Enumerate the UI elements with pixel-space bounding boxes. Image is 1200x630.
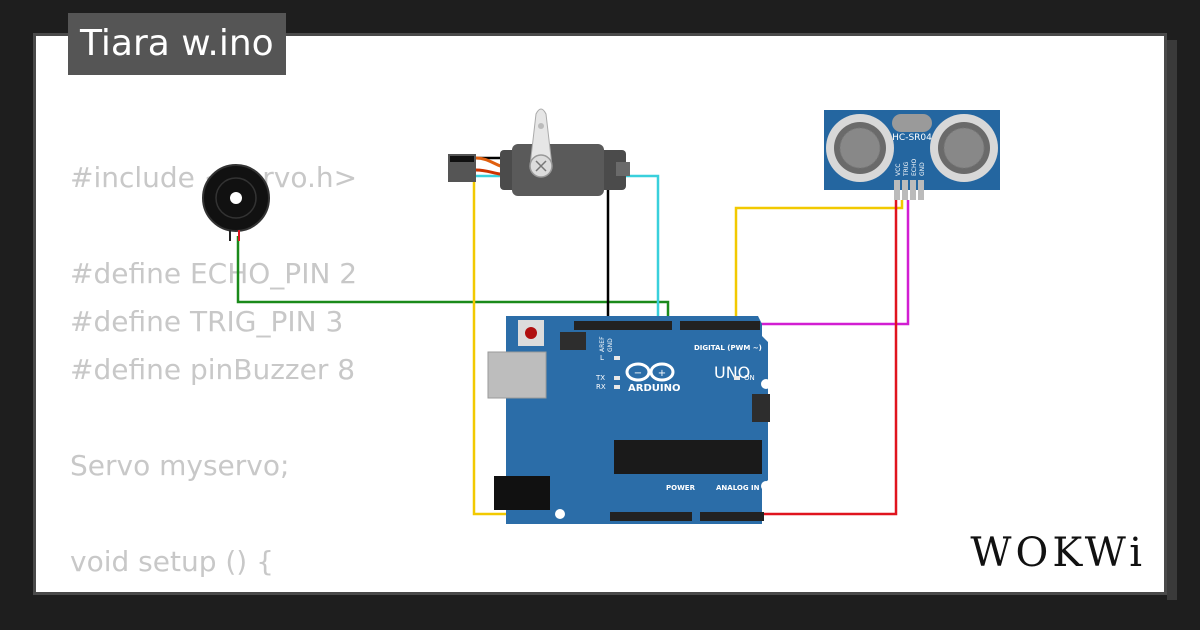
code-line: #define pinBuzzer 8 xyxy=(70,353,356,386)
code-line: #define TRIG_PIN 3 xyxy=(70,305,344,338)
microcontroller-chip xyxy=(614,440,762,474)
digital-label: DIGITAL (PWM ~) xyxy=(694,344,762,352)
code-line: #define ECHO_PIN 2 xyxy=(70,257,358,290)
on-led-label: ON xyxy=(744,374,755,382)
digital-header-right xyxy=(680,321,760,330)
analog-label: ANALOG IN xyxy=(716,484,760,492)
sensor-model: HC-SR04 xyxy=(892,133,932,143)
power-jack xyxy=(494,476,550,510)
arduino-board[interactable]: − + ARDUINO UNO DIGITAL (PWM ~) POWER AN… xyxy=(487,316,771,524)
usb-port xyxy=(487,351,547,399)
code-background: #include <Servo.h> #define ECHO_PIN 2#de… xyxy=(70,154,497,592)
power-header xyxy=(610,512,692,521)
servo-motor[interactable] xyxy=(448,108,630,196)
code-line: Servo myservo; xyxy=(70,449,290,482)
wire-yellow-trig[interactable] xyxy=(734,200,904,324)
board-logo-text: ARDUINO xyxy=(628,383,680,394)
wire-magenta[interactable] xyxy=(736,200,910,326)
sensor-pin-gnd: GND xyxy=(919,162,926,176)
tx-led-label: TX xyxy=(595,374,605,382)
code-line: void setup () { xyxy=(70,545,274,578)
board-model: UNO xyxy=(714,363,750,382)
project-card: #include <Servo.h> #define ECHO_PIN 2#de… xyxy=(33,33,1167,595)
l-led-label: L xyxy=(600,354,604,362)
aref-label: AREF xyxy=(599,336,606,352)
rx-led-label: RX xyxy=(596,383,606,391)
analog-header xyxy=(700,512,764,521)
sensor-pin-labels: VCC TRIG ECHO GND xyxy=(895,159,926,177)
wire-green[interactable] xyxy=(236,236,670,324)
project-title: Tiara w.ino xyxy=(68,13,286,75)
power-label: POWER xyxy=(666,484,696,492)
svg-text:−: − xyxy=(634,368,642,379)
sensor-pin-trig: TRIG xyxy=(903,161,910,177)
ultrasonic-sensor[interactable]: HC-SR04 VCC TRIG ECHO GND xyxy=(824,110,1000,200)
wokwi-logo: WOKWi xyxy=(970,530,1146,576)
reset-button[interactable] xyxy=(525,327,537,339)
card-shadow xyxy=(1167,40,1177,600)
buzzer[interactable] xyxy=(202,164,270,241)
sensor-pin-echo: ECHO xyxy=(911,159,918,176)
digital-header-left xyxy=(574,321,672,330)
circuit-diagram: HC-SR04 VCC TRIG ECHO GND xyxy=(202,108,1000,524)
servo-horn[interactable] xyxy=(529,108,553,167)
arduino-logo: − + xyxy=(625,362,675,382)
sensor-pin-vcc: VCC xyxy=(895,164,902,176)
wire-red[interactable] xyxy=(706,200,898,516)
gnd-label: GND xyxy=(607,338,614,352)
svg-text:+: + xyxy=(658,368,666,379)
